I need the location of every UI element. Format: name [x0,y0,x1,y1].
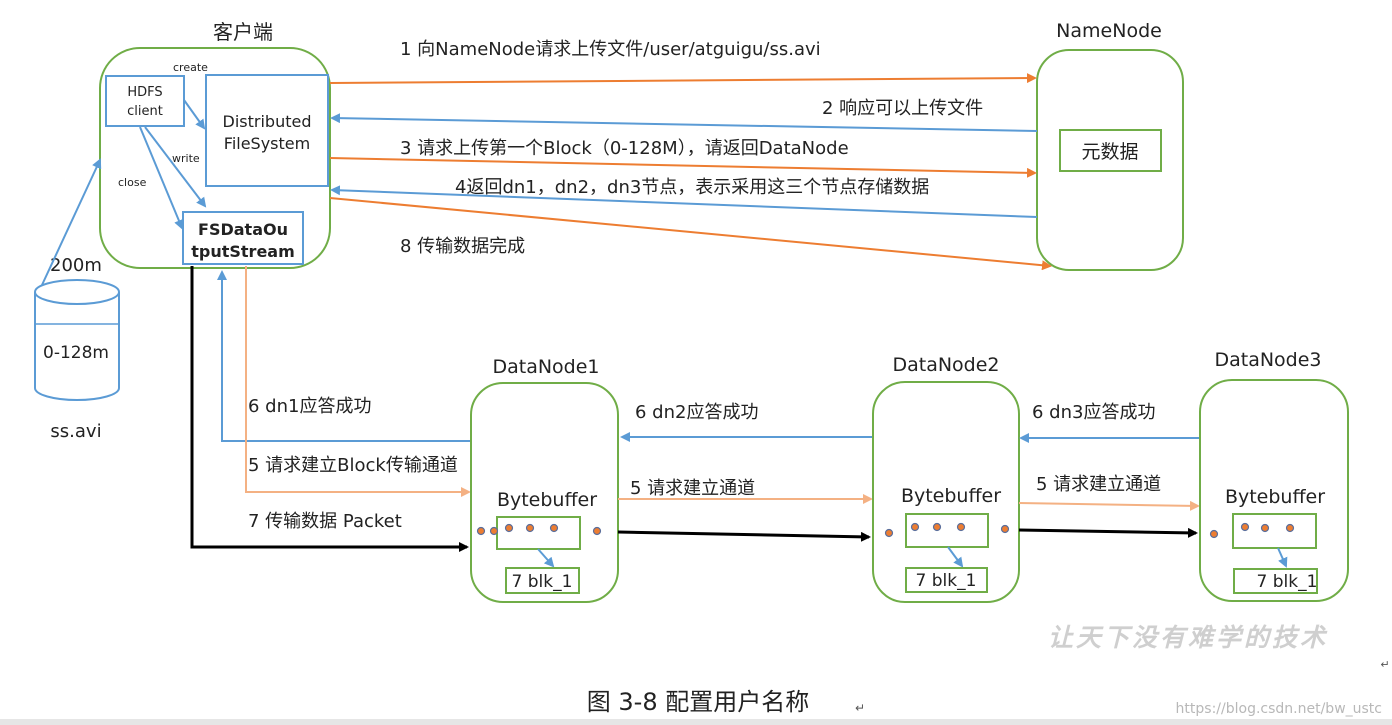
label-write: write [172,152,200,165]
bottom-scroll-strip [0,719,1392,725]
datanode1-packet [592,526,602,536]
datanode3-blk-box [1233,568,1318,594]
req-block-label: 5 请求建立Block传输通道 [248,455,458,476]
metadata-label: 元数据 [1081,141,1138,163]
arrow-msg4 [330,185,1038,218]
hdfs-client-line1: HDFS [127,85,162,100]
msg3-label: 3 请求上传第一个Block（0-128M），请返回DataNode [400,138,849,159]
datanode1-title: DataNode1 [492,356,599,378]
site-watermark: https://blog.csdn.net/bw_ustc [1176,701,1382,717]
datanode1-packet [549,523,559,533]
datanode1-packet [525,523,535,533]
arrow-req-block [245,266,471,497]
datanode1-write-arrow [537,548,555,568]
arrow-write [144,126,207,208]
arrow-req-ch-2 [1018,500,1200,511]
msg4-label: 4返回dn1，dn2，dn3节点，表示采用这三个节点存储数据 [455,177,929,198]
req-ch-1-label: 5 请求建立通道 [630,478,755,499]
metadata-box [1059,129,1162,172]
watermark-text: 让天下没有难学的技术 [1048,623,1328,652]
datanode2-packet [884,528,894,538]
client-title: 客户端 [213,20,273,44]
datanode1-buffer-label: Bytebuffer [497,489,597,511]
datanode3-packet [1285,523,1295,533]
msg2-label: 2 响应可以上传文件 [822,98,983,119]
arrow-transfer-dn2 [617,530,871,542]
datanode2-packet [932,522,942,532]
arrow-msg2 [330,113,1038,132]
datanode3-title: DataNode3 [1214,349,1321,371]
msg8-label: 8 传输数据完成 [400,236,525,257]
datanode3-packet [1240,522,1250,532]
label-create: create [173,61,208,74]
arrow-msg3 [329,157,1037,178]
hdfs-client-box [105,75,185,127]
datanode2-blk-box [905,567,988,593]
file-cylinder-body [34,292,120,401]
dfs-box [205,74,329,187]
msg1-label: 1 向NameNode请求上传文件/user/atguigu/ss.avi [400,39,821,60]
datanode1-blk-box [505,567,580,594]
datanode2-buffer-box [905,513,989,548]
datanode3-blk-label: 7 blk_1 [1257,572,1318,592]
ack-dn2-label: 6 dn2应答成功 [635,402,758,423]
datanode1-blk-label: 7 blk_1 [512,572,573,592]
arrow-transfer [190,266,469,552]
fsdos-line2: tputStream [191,242,295,261]
arrow-transfer-dn3 [1018,527,1198,538]
figure-caption: 图 3-8 配置用户名称 [587,688,809,716]
datanode1-packet [504,523,514,533]
datanode2-packet [1000,524,1010,534]
label-close: close [118,176,147,189]
datanode2-write-arrow [947,546,964,568]
file-cylinder-top [34,279,120,305]
arrow-file-to-client [41,158,102,286]
datanode3-buffer-label: Bytebuffer [1225,486,1325,508]
corner-mark: ↵ [1380,658,1389,671]
datanode3-packet [1260,523,1270,533]
datanode3-buffer-box [1232,513,1317,549]
req-ch-2-label: 5 请求建立通道 [1036,474,1161,495]
hdfs-client-line2: client [127,104,163,119]
datanode2-packet [910,522,920,532]
datanode3-packet [1209,529,1219,539]
file-block-label: 0-128m [43,343,109,363]
arrow-msg8 [329,197,1052,271]
arrow-ack-dn1 [217,270,471,442]
datanode2-blk-label: 7 blk_1 [916,571,977,591]
arrow-close [139,126,184,230]
namenode-title: NameNode [1056,20,1162,42]
file-size-label: 200m [50,255,102,276]
ack-dn3-label: 6 dn3应答成功 [1032,402,1155,423]
fsdos-box [182,211,304,265]
datanode2-buffer-label: Bytebuffer [901,485,1001,507]
transfer-label: 7 传输数据 Packet [248,511,402,532]
datanode1-packet [489,526,499,536]
datanode2-packet [956,522,966,532]
fsdos-line1: FSDataOu [198,220,288,239]
datanode1-packet [476,526,486,536]
ack-dn1-label: 6 dn1应答成功 [248,396,371,417]
file-name: ss.avi [50,421,101,442]
arrow-create [183,99,206,130]
datanode1-buffer-box [496,516,581,550]
datanode3-write-arrow [1277,547,1288,568]
dfs-line2: FileSystem [224,134,310,153]
datanode2-title: DataNode2 [892,354,999,376]
caption-mark: ↵ [855,701,865,715]
arrow-msg1 [329,73,1037,84]
dfs-line1: Distributed [223,112,312,131]
